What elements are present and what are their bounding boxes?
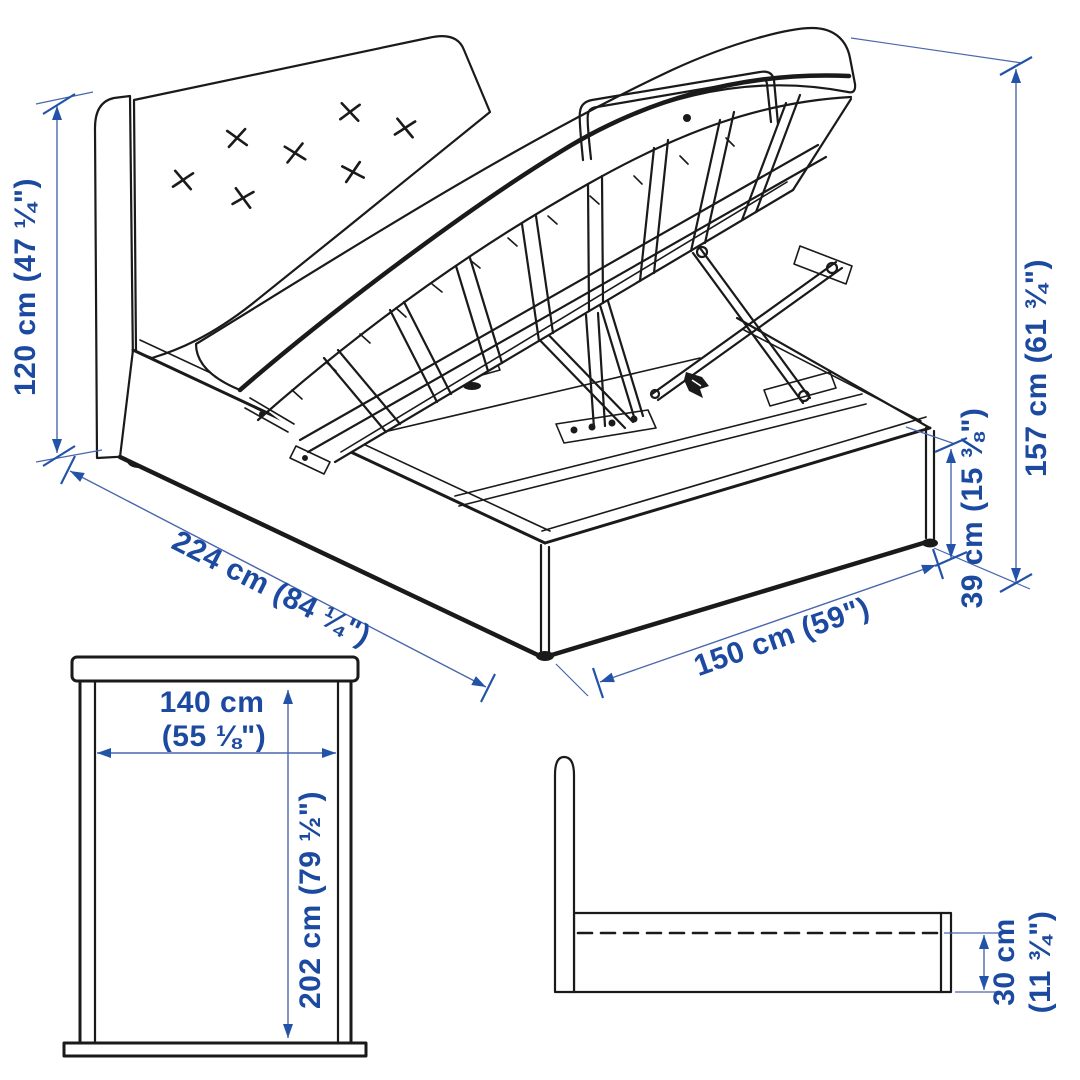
dimension-storage-depth: 30 cm (11 ¾") — [944, 911, 1057, 1014]
dim-label-mattress-width-2: (55 ⅛") — [162, 720, 266, 753]
dim-label-base-height: 39 cm (15 ⅜") — [956, 408, 989, 609]
mattress-edge — [194, 26, 857, 393]
top-view-frame — [78, 679, 353, 1045]
dimension-mattress-width: 140 cm (55 ⅛") — [97, 686, 336, 758]
side-view-drawing: 30 cm (11 ¾") — [553, 755, 1057, 1014]
dimension-headboard-height: 120 cm (47 ¼") — [9, 91, 103, 467]
tuft-stitches — [171, 101, 417, 209]
side-view-base — [572, 911, 953, 994]
dimension-mattress-length: 202 cm (79 ½") — [283, 690, 327, 1038]
side-view-headboard — [553, 755, 576, 994]
top-view-foot-rail — [62, 1041, 368, 1058]
dim-label-open-lid-height: 157 cm (61 ¾") — [1020, 259, 1053, 477]
lock-dot — [683, 114, 691, 122]
lift-mechanism — [528, 245, 853, 444]
latch-detail — [684, 372, 709, 398]
dim-label-headboard-height: 120 cm (47 ¼") — [9, 178, 42, 396]
dim-label-storage-depth-1: 30 cm — [988, 918, 1021, 1006]
right-leg-foot — [922, 538, 938, 548]
dim-label-storage-depth-2: (11 ¾") — [1024, 911, 1057, 1014]
top-view-headboard — [70, 655, 360, 683]
front-leg-foot — [536, 651, 554, 661]
top-view-drawing: 140 cm (55 ⅛") 202 cm (79 ½") — [62, 655, 368, 1058]
lift-handle — [578, 70, 780, 162]
dimension-base-height: 39 cm (15 ⅜") — [905, 408, 989, 609]
dim-label-mattress-length: 202 cm (79 ½") — [294, 791, 327, 1009]
dim-label-mattress-width-1: 140 cm — [160, 686, 265, 719]
